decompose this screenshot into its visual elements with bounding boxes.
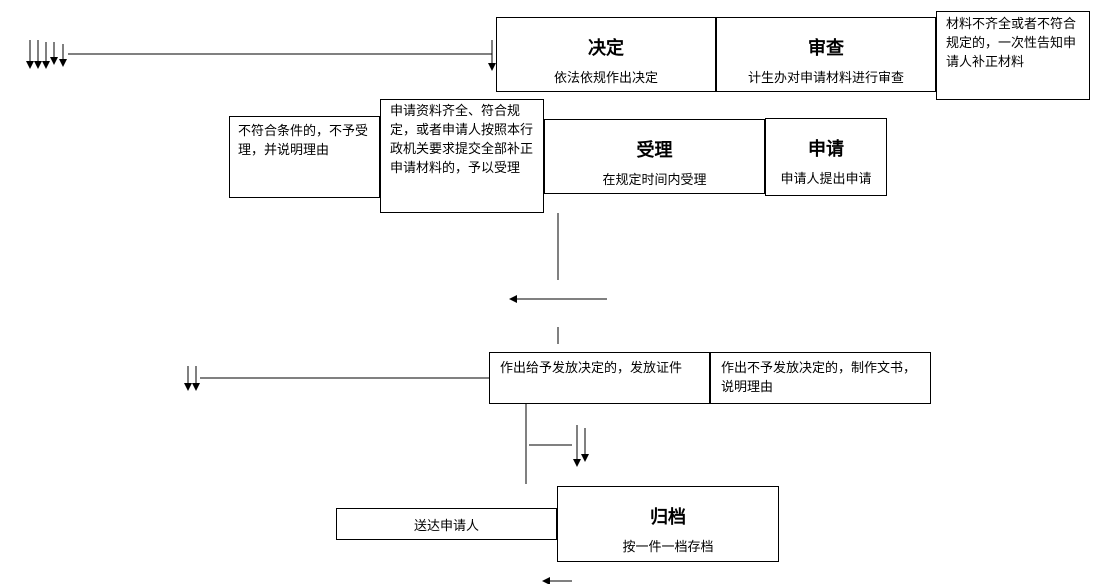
review-step-title: 审查: [808, 38, 844, 59]
archive-step-box: 归档 按一件一档存档: [557, 486, 779, 562]
grant-decision-box: 作出给予发放决定的，发放证件: [489, 352, 710, 404]
incomplete-materials-note: 材料不齐全或者不符合规定的，一次性告知申请人补正材料: [936, 11, 1090, 100]
apply-step-box: 申请 申请人提出申请: [765, 118, 887, 196]
complete-materials-text: 申请资料齐全、符合规定，或者申请人按照本行政机关要求提交全部补正申请材料的，予以…: [390, 104, 534, 176]
archive-step-subtitle: 按一件一档存档: [622, 540, 714, 555]
deliver-box: 送达申请人: [336, 508, 557, 540]
reject-note: 不符合条件的，不予受理，并说明理由: [229, 116, 380, 198]
reject-note-text: 不符合条件的，不予受理，并说明理由: [238, 124, 369, 158]
apply-step-title: 申请: [808, 139, 844, 160]
decision-step-box: 决定 依法依规作出决定: [496, 17, 716, 92]
archive-step-title: 归档: [650, 507, 686, 528]
deny-decision-box: 作出不予发放决定的，制作文书，说明理由: [710, 352, 931, 404]
decision-step-subtitle: 依法依规作出决定: [553, 71, 658, 86]
apply-step-subtitle: 申请人提出申请: [780, 172, 872, 187]
accept-step-subtitle: 在规定时间内受理: [602, 173, 707, 188]
decision-step-title: 决定: [588, 38, 624, 59]
accept-step-title: 受理: [636, 140, 673, 161]
review-step-subtitle: 计生办对申请材料进行审查: [747, 71, 904, 86]
accept-step-box: 受理 在规定时间内受理: [544, 119, 765, 194]
deliver-text: 送达申请人: [413, 519, 479, 534]
complete-materials-note: 申请资料齐全、符合规定，或者申请人按照本行政机关要求提交全部补正申请材料的，予以…: [380, 99, 544, 213]
grant-decision-text: 作出给予发放决定的，发放证件: [500, 361, 683, 376]
incomplete-materials-text: 材料不齐全或者不符合规定的，一次性告知申请人补正材料: [946, 17, 1077, 70]
review-step-box: 审查 计生办对申请材料进行审查: [716, 17, 936, 92]
deny-decision-text: 作出不予发放决定的，制作文书，说明理由: [721, 361, 917, 395]
